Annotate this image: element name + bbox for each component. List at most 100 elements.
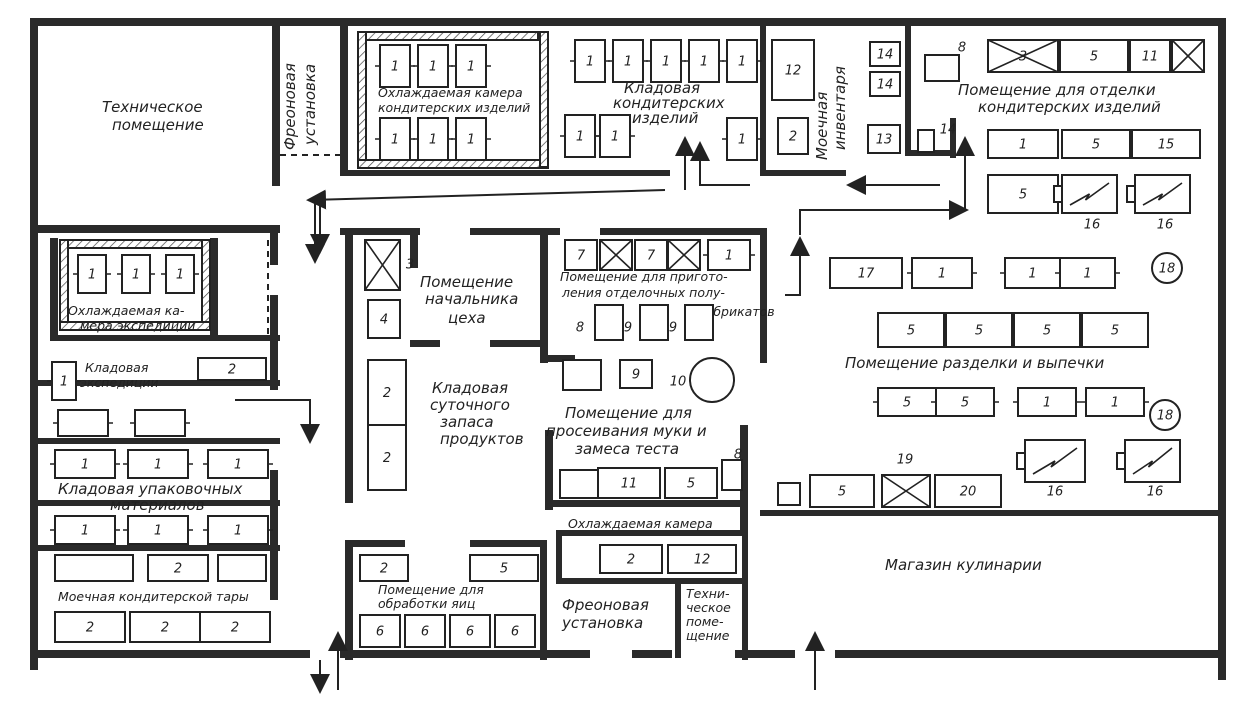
sifting-table-number: 5 (687, 477, 695, 492)
expedition-item-number: 1 (60, 375, 68, 390)
cutting-shelf-number: 1 (1028, 267, 1036, 282)
egg-bath-number: 6 (376, 625, 384, 640)
freon-bottom-label-2: установка (561, 614, 643, 632)
finishing-table: 1 (987, 129, 1059, 159)
chamber-rack: 2 (599, 544, 663, 574)
cooled-shelf-number: 1 (429, 133, 437, 148)
pack-shelf: 1 (50, 515, 120, 545)
cutting-shelf-number: 1 (1043, 396, 1051, 411)
washing-containers-label: Моечная кондитерской тары (58, 589, 249, 604)
pack-shelf (53, 409, 113, 437)
cutting-shelf-number: 1 (938, 267, 946, 282)
head-office-desk-number: 4 (380, 313, 388, 328)
cutting-shelf: 1 (1013, 387, 1081, 417)
tech-small-label-2: ческое (686, 600, 731, 615)
oven (1116, 439, 1181, 483)
container-shelf (54, 554, 134, 582)
packaging-label-1: Кладовая упаковочных (58, 480, 242, 498)
tech-small-label-3: поме- (686, 614, 724, 629)
crossed-box (364, 239, 401, 291)
cutting-table-number: 5 (1111, 324, 1119, 339)
cutting-table: 5 (809, 474, 875, 508)
cooled-shelf-number: 1 (467, 133, 475, 148)
finishing-table: 5 (1061, 129, 1131, 159)
finishing-table (1171, 39, 1205, 73)
cutting-oven (881, 474, 931, 508)
cutting-circle-number: 18 (1159, 262, 1176, 277)
finishing-table-number: 5 (1019, 188, 1027, 203)
finishing-table: 15 (1131, 129, 1201, 159)
finishing-table: 5 (987, 174, 1059, 214)
expedition-shelf: 1 (161, 254, 199, 294)
storage-expedition-label-1: Кладовая (85, 360, 149, 375)
finishing-table-number: 5 (1092, 138, 1100, 153)
pack-shelf: 1 (123, 515, 193, 545)
daily-storage-label-3: запаса (440, 413, 494, 431)
container-sink: 2 (54, 611, 126, 643)
daily-rack: 2 (367, 424, 407, 491)
storage-confectionery-label-1: Кладовая (624, 79, 700, 97)
culinary-shop-label: Магазин кулинарии (885, 556, 1042, 574)
washing-table: 2 (777, 117, 809, 155)
cutting-circle: 18 (1151, 252, 1183, 284)
chamber-rack: 12 (667, 544, 737, 574)
oven-number: 16 (1084, 218, 1101, 233)
egg-bath-number: 6 (421, 625, 429, 640)
head-office-label-3: цеха (448, 309, 486, 327)
storage-shelf: 1 (595, 114, 635, 158)
egg-bath: 6 (494, 614, 536, 648)
storage-shelf: 1 (560, 114, 600, 158)
daily-storage-label-1: Кладовая (432, 379, 508, 397)
expedition-shelf: 1 (117, 254, 155, 294)
egg-label-2: обработки яиц (378, 596, 475, 611)
storage-shelf: 1 (570, 39, 610, 83)
storage-shelf: 1 (722, 117, 762, 161)
expedition-shelf: 1 (73, 254, 111, 294)
container-sink: 2 (129, 611, 201, 643)
pack-shelf-number: 1 (81, 524, 89, 539)
semi-machine (684, 304, 714, 341)
cutting-shelf: 5 (931, 387, 999, 417)
storage-shelf: 1 (608, 39, 648, 83)
mixer (689, 357, 735, 403)
semi-box: 7 (634, 239, 668, 271)
semi-box: 7 (564, 239, 598, 271)
inventory-box-number: 14 (877, 48, 894, 63)
semi-machine-number: 8 (576, 321, 584, 336)
sifting-label-1: Помещение для (565, 404, 692, 422)
cutting-baking-label: Помещение разделки и выпечки (845, 354, 1105, 372)
washing-inventory-label-2: инвентаря (831, 66, 849, 150)
storage-shelf: 1 (646, 39, 686, 83)
sifting-table: 5 (664, 467, 718, 499)
semi-products-label-3: фабрикатов (695, 304, 775, 319)
storage-shelf: 1 (722, 39, 762, 83)
sifter (562, 359, 602, 391)
pack-shelf-number: 1 (234, 524, 242, 539)
semi-machine-number: 9 (624, 321, 632, 336)
outer-walls (30, 18, 1226, 680)
head-office-label-1: Помещение (420, 273, 513, 291)
cutting-shelf-number: 5 (903, 396, 911, 411)
flow-arrows (235, 136, 975, 694)
oven (1126, 174, 1191, 214)
cooled-shelf: 1 (375, 44, 415, 88)
semi-machine (594, 304, 624, 341)
dashed-dividers (267, 154, 340, 335)
semi-products-label-1: Помещение для пригото- (560, 269, 728, 284)
freon-bottom-label-1: Фреоновая (562, 596, 649, 614)
semi-box-number: 1 (725, 249, 733, 264)
cooled-shelf-number: 1 (429, 60, 437, 75)
cooled-shelf: 1 (375, 117, 415, 161)
cooled-confectionery-label-1: Охлаждаемая камера (378, 85, 523, 100)
cooled-shelf: 1 (451, 44, 491, 88)
washing-sink-number: 12 (785, 64, 802, 79)
daily-rack-number: 2 (383, 451, 391, 466)
pack-shelf-number: 1 (154, 524, 162, 539)
cooled-expedition-label-2: мера экспедиции (80, 318, 195, 333)
inventory-box-number: 14 (877, 78, 894, 93)
daily-storage-label-2: суточного (430, 396, 510, 414)
washing-inventory-label-1: Моечная (813, 92, 831, 160)
rotated-machine (924, 54, 960, 82)
cutting-number: 16 (1047, 485, 1064, 500)
